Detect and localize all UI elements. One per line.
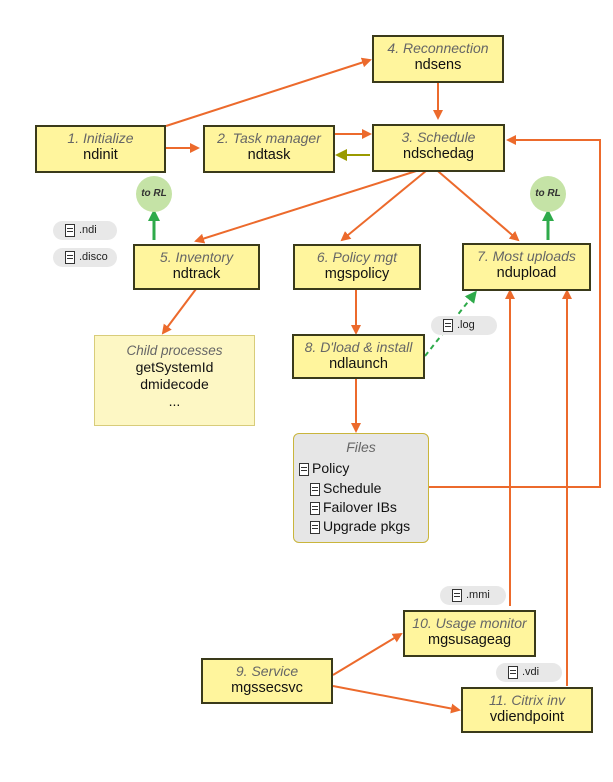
node-initialize: 1. Initialize ndinit [35,125,166,173]
arrow-schedule-to-policy [340,165,433,242]
arrow-init-to-reconnection [165,57,372,127]
file-pill-vdi: .vdi [496,663,562,682]
node-schedule: 3. Schedule ndschedag [372,124,505,172]
file-label: Failover IBs [323,499,397,515]
arrow-service-to-citrix [332,685,461,714]
node-title: 6. Policy mgt [316,249,398,265]
file-item-policy: Policy [299,460,349,477]
arrow-schedule-file-to-schedule [410,135,601,488]
file-item-schedule: Schedule [310,480,381,497]
node-process: ndsens [414,57,462,73]
node-process: mgsusageag [427,632,512,648]
file-label: Policy [312,460,350,476]
file-icon [310,521,320,534]
pill-label: .log [457,319,475,331]
to-rl-label: to RL [535,188,561,199]
arrow-schedule-to-uploads [431,165,520,242]
node-service: 9. Service mgssecsvc [201,658,333,704]
node-process: ndinit [83,147,118,163]
pill-label: .disco [79,251,108,263]
node-process: ndupload [496,265,557,281]
arrow-inventory-to-children [161,288,197,335]
file-pill-log: .log [431,316,497,335]
pill-label: .vdi [522,666,540,678]
node-title: 8. D'load & install [304,339,413,355]
node-title: 7. Most uploads [477,248,576,264]
file-icon [65,251,75,264]
file-pill-mmi: .mmi [440,586,506,605]
node-process: ndtrack [172,266,221,282]
node-usage-monitor: 10. Usage monitor mgsusageag [403,610,536,657]
file-icon [299,463,309,476]
file-label: Upgrade pkgs [323,518,411,534]
node-most-uploads: 7. Most uploads ndupload [462,243,591,291]
node-process: vdiendpoint [489,709,565,725]
child-process-item: ... [168,393,181,409]
files-box: Files Policy Schedule Failover IBs Upgra… [293,433,429,543]
file-item-upgrade: Upgrade pkgs [310,518,410,535]
pill-label: .mmi [466,589,490,601]
file-icon [310,483,320,496]
node-title: 3. Schedule [401,129,476,145]
to-rl-circle-right: to RL [530,176,566,212]
to-rl-label: to RL [141,188,167,199]
node-process: mgssecsvc [231,680,303,696]
node-title: 5. Inventory [159,249,234,265]
node-process: mgspolicy [324,266,390,282]
file-label: Schedule [323,480,382,496]
child-processes-box: Child processes getSystemId dmidecode ..… [94,335,255,426]
to-rl-circle-left: to RL [136,176,172,212]
file-item-failover: Failover IBs [310,499,397,516]
node-title: 4. Reconnection [387,40,489,56]
node-policy-mgt: 6. Policy mgt mgspolicy [293,244,421,290]
arrow-service-to-usage [332,632,403,676]
node-process: ndtask [247,147,291,163]
node-title: 9. Service [235,663,299,679]
node-task-manager: 2. Task manager ndtask [203,125,335,173]
node-reconnection: 4. Reconnection ndsens [372,35,504,83]
file-icon [65,224,75,237]
file-icon [452,589,462,602]
pill-label: .ndi [79,224,97,236]
node-download-install: 8. D'load & install ndlaunch [292,334,425,379]
file-icon [443,319,453,332]
node-title: 1. Initialize [67,130,134,146]
child-processes-title: Child processes [126,343,223,358]
child-process-item: getSystemId [135,359,214,375]
file-icon [310,502,320,515]
node-title: 2. Task manager [217,130,321,146]
file-pill-disco: .disco [53,248,117,267]
node-title: 10. Usage monitor [412,615,527,631]
file-pill-ndi: .ndi [53,221,117,240]
node-inventory: 5. Inventory ndtrack [133,244,260,290]
child-process-item: dmidecode [140,376,209,392]
node-title: 11. Citrix inv [489,692,565,708]
files-title: Files [346,439,376,455]
file-icon [508,666,518,679]
node-process: ndschedag [403,146,474,162]
node-process: ndlaunch [329,356,388,372]
arrow-schedule-to-inventory [194,165,433,244]
node-citrix-inv: 11. Citrix inv vdiendpoint [461,687,593,733]
